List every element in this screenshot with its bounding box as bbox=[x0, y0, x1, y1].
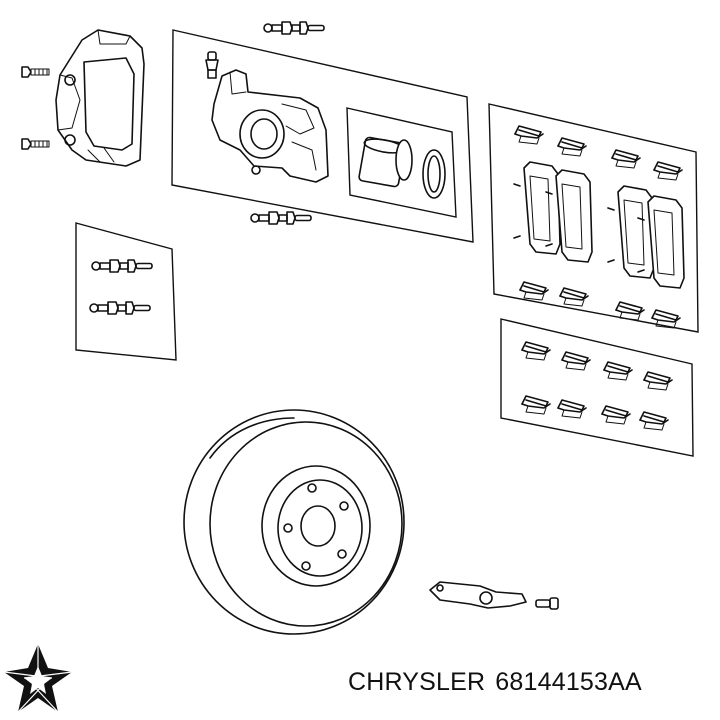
mounting-bolt-upper bbox=[21, 66, 50, 78]
brake-rotor bbox=[183, 409, 405, 635]
wear-sensor-bracket bbox=[429, 581, 527, 609]
part-number: 68144153AA bbox=[495, 668, 642, 696]
part-caption: CHRYSLER 68144153AA bbox=[348, 668, 708, 708]
sensor-bolt bbox=[535, 597, 559, 610]
piston-seal-inset bbox=[346, 107, 457, 218]
bleeder-screw bbox=[205, 51, 219, 79]
brand-label: CHRYSLER bbox=[348, 668, 486, 696]
guide-pin-top bbox=[263, 21, 325, 35]
mounting-bolt-lower bbox=[21, 138, 50, 150]
slide-pin-panel bbox=[75, 222, 177, 361]
caliper-bracket bbox=[55, 29, 145, 167]
caliper-housing bbox=[211, 69, 329, 183]
hardware-clip-panel bbox=[500, 318, 694, 457]
guide-pin-bottom bbox=[250, 211, 312, 225]
chrysler-pentastar-logo bbox=[3, 644, 73, 713]
